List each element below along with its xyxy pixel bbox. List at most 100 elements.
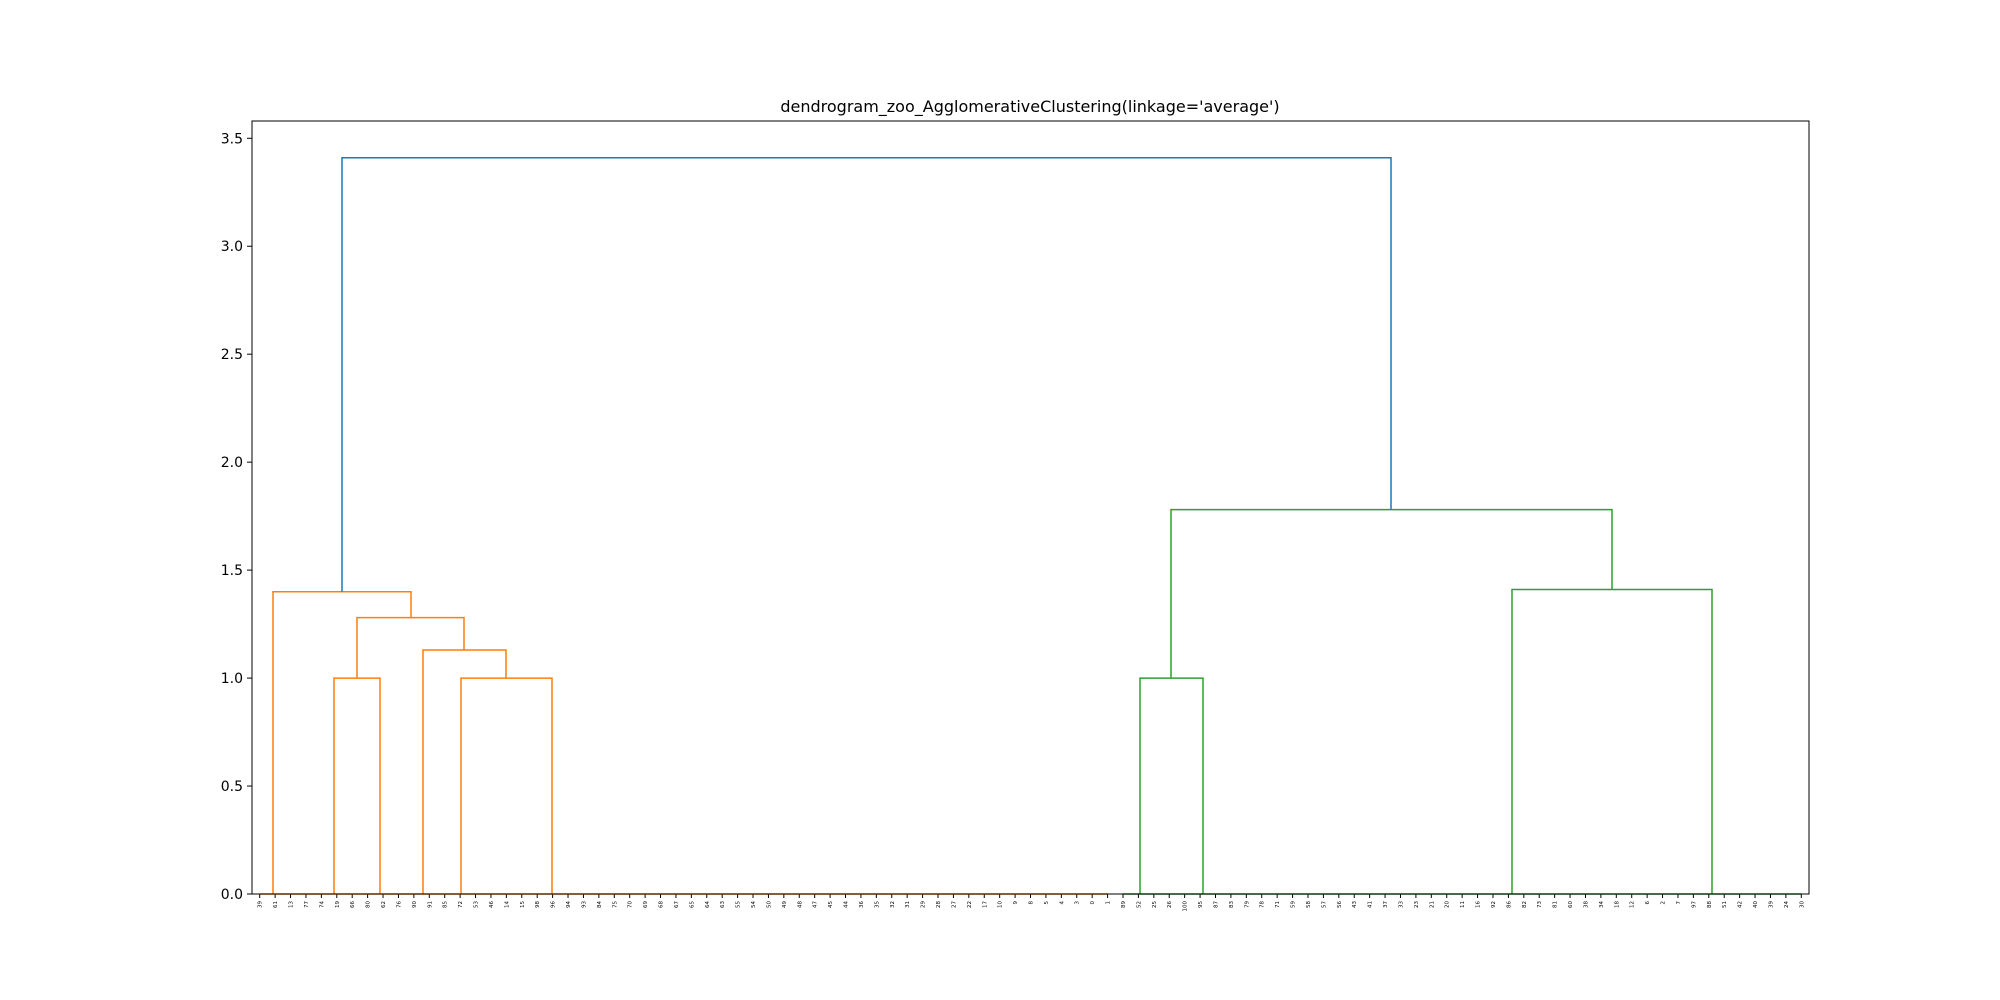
link-left-top (272, 590, 412, 894)
leaf-label: 70 (628, 901, 634, 908)
leaf-label: 3 (1075, 901, 1081, 905)
leaf-label: 40 (1753, 901, 1759, 908)
leaf-label: 16 (1476, 901, 1482, 908)
leaf-label: 56 (1337, 901, 1343, 908)
leaf-label: 15 (520, 901, 526, 908)
leaf-label: 1 (1106, 901, 1112, 905)
leaf-label: 11 (1460, 901, 1466, 908)
leaf-label: 74 (319, 901, 325, 908)
leaf-label: 96 (551, 901, 557, 908)
leaf-label: 89 (1121, 901, 1127, 908)
leaf-label: 68 (659, 901, 665, 908)
leaf-label: 38 (1583, 901, 1589, 908)
leaf-label: 58 (1306, 901, 1312, 908)
y-tick-label: 0.0 (221, 887, 243, 903)
leaf-label: 25 (1152, 901, 1158, 908)
leaf-label: 18 (1614, 901, 1620, 908)
leaf-label: 34 (1599, 901, 1605, 908)
leaf-label: 90 (412, 901, 418, 908)
leaf-label: 100 (1183, 901, 1189, 912)
leaf-label: 45 (828, 901, 834, 908)
y-tick-label: 1.5 (221, 563, 243, 579)
leaf-label: 60 (1568, 901, 1574, 908)
leaf-label: 76 (396, 901, 402, 908)
y-tick-label: 2.5 (221, 347, 243, 363)
leaf-label: 88 (1707, 901, 1713, 908)
leaf-label: 86 (1506, 901, 1512, 908)
leaf-label: 57 (1321, 901, 1327, 908)
leaf-label: 39 (258, 901, 264, 908)
leaf-label: 30 (1799, 901, 1805, 908)
leaf-label: 95 (1198, 901, 1204, 908)
leaf-label: 79 (1244, 901, 1250, 908)
link-root (341, 156, 1392, 592)
leaf-label: 93 (581, 901, 587, 908)
leaf-label: 81 (1553, 901, 1559, 908)
leaf-label: 54 (751, 901, 757, 908)
leaf-label: 66 (350, 901, 356, 908)
leaf-label: 72 (458, 901, 464, 908)
leaf-label: 4 (1059, 901, 1065, 905)
leaf-label: 80 (366, 901, 372, 908)
leaf-label: 73 (1537, 901, 1543, 908)
leaf-label: 63 (720, 901, 726, 908)
link-right-inner-a (1139, 677, 1204, 894)
leaf-label: 33 (1398, 901, 1404, 908)
leaf-label: 78 (1260, 901, 1266, 908)
leaf-label: 14 (504, 901, 510, 908)
leaf-label: 39 (1768, 901, 1774, 908)
leaf-label: 21 (1429, 901, 1435, 908)
leaf-label: 82 (1522, 901, 1528, 908)
y-tick-label: 3.5 (221, 131, 243, 147)
leaf-label: 12 (1630, 901, 1636, 908)
y-tick-label: 1.0 (221, 671, 243, 687)
leaf-label: 29 (921, 901, 927, 908)
leaf-label: 53 (474, 901, 480, 908)
leaf-label: 17 (982, 901, 988, 908)
dendrogram-links (259, 156, 1802, 895)
leaf-label: 50 (766, 901, 772, 908)
leaf-label: 71 (1275, 901, 1281, 908)
leaf-label: 9 (1013, 901, 1019, 905)
y-tick-label: 0.5 (221, 779, 243, 795)
leaf-label: 42 (1738, 901, 1744, 908)
leaf-label: 31 (905, 901, 911, 908)
leaf-label: 85 (443, 901, 449, 908)
link-left-mid (422, 649, 507, 894)
leaf-label: 6 (1645, 901, 1651, 905)
leaf-label: 43 (1352, 901, 1358, 908)
leaf-label: 94 (566, 901, 572, 908)
leaf-label: 92 (1491, 901, 1497, 908)
leaf-label: 35 (874, 901, 880, 908)
leaf-label: 67 (674, 901, 680, 908)
leaf-label: 83 (1229, 901, 1235, 908)
link-right-top (1170, 508, 1613, 679)
leaf-label: 20 (1445, 901, 1451, 908)
leaf-label: 2 (1661, 901, 1667, 905)
leaf-label: 62 (381, 901, 387, 908)
leaf-label: 28 (936, 901, 942, 908)
leaf-label: 19 (335, 901, 341, 908)
leaf-label: 91 (427, 901, 433, 908)
leaf-label: 46 (489, 901, 495, 908)
leaf-label: 37 (1383, 901, 1389, 908)
leaf-label: 0 (1090, 901, 1096, 905)
leaf-label: 24 (1784, 901, 1790, 908)
y-axis: 0.00.51.01.52.02.53.03.5 (221, 131, 252, 903)
leaf-label: 55 (736, 901, 742, 908)
leaf-label: 52 (1136, 901, 1142, 908)
leaf-label: 64 (705, 901, 711, 908)
leaf-label: 59 (1291, 901, 1297, 908)
y-tick-label: 3.0 (221, 239, 243, 255)
leaf-label: 48 (797, 901, 803, 908)
leaf-label: 69 (643, 901, 649, 908)
link-left-inner-b (460, 677, 553, 894)
leaf-label: 77 (304, 901, 310, 908)
link-left-upper (356, 616, 465, 679)
leaf-label: 23 (1414, 901, 1420, 908)
leaf-label: 10 (998, 901, 1004, 908)
leaf-label: 27 (951, 901, 957, 908)
leaf-label: 61 (273, 901, 279, 908)
